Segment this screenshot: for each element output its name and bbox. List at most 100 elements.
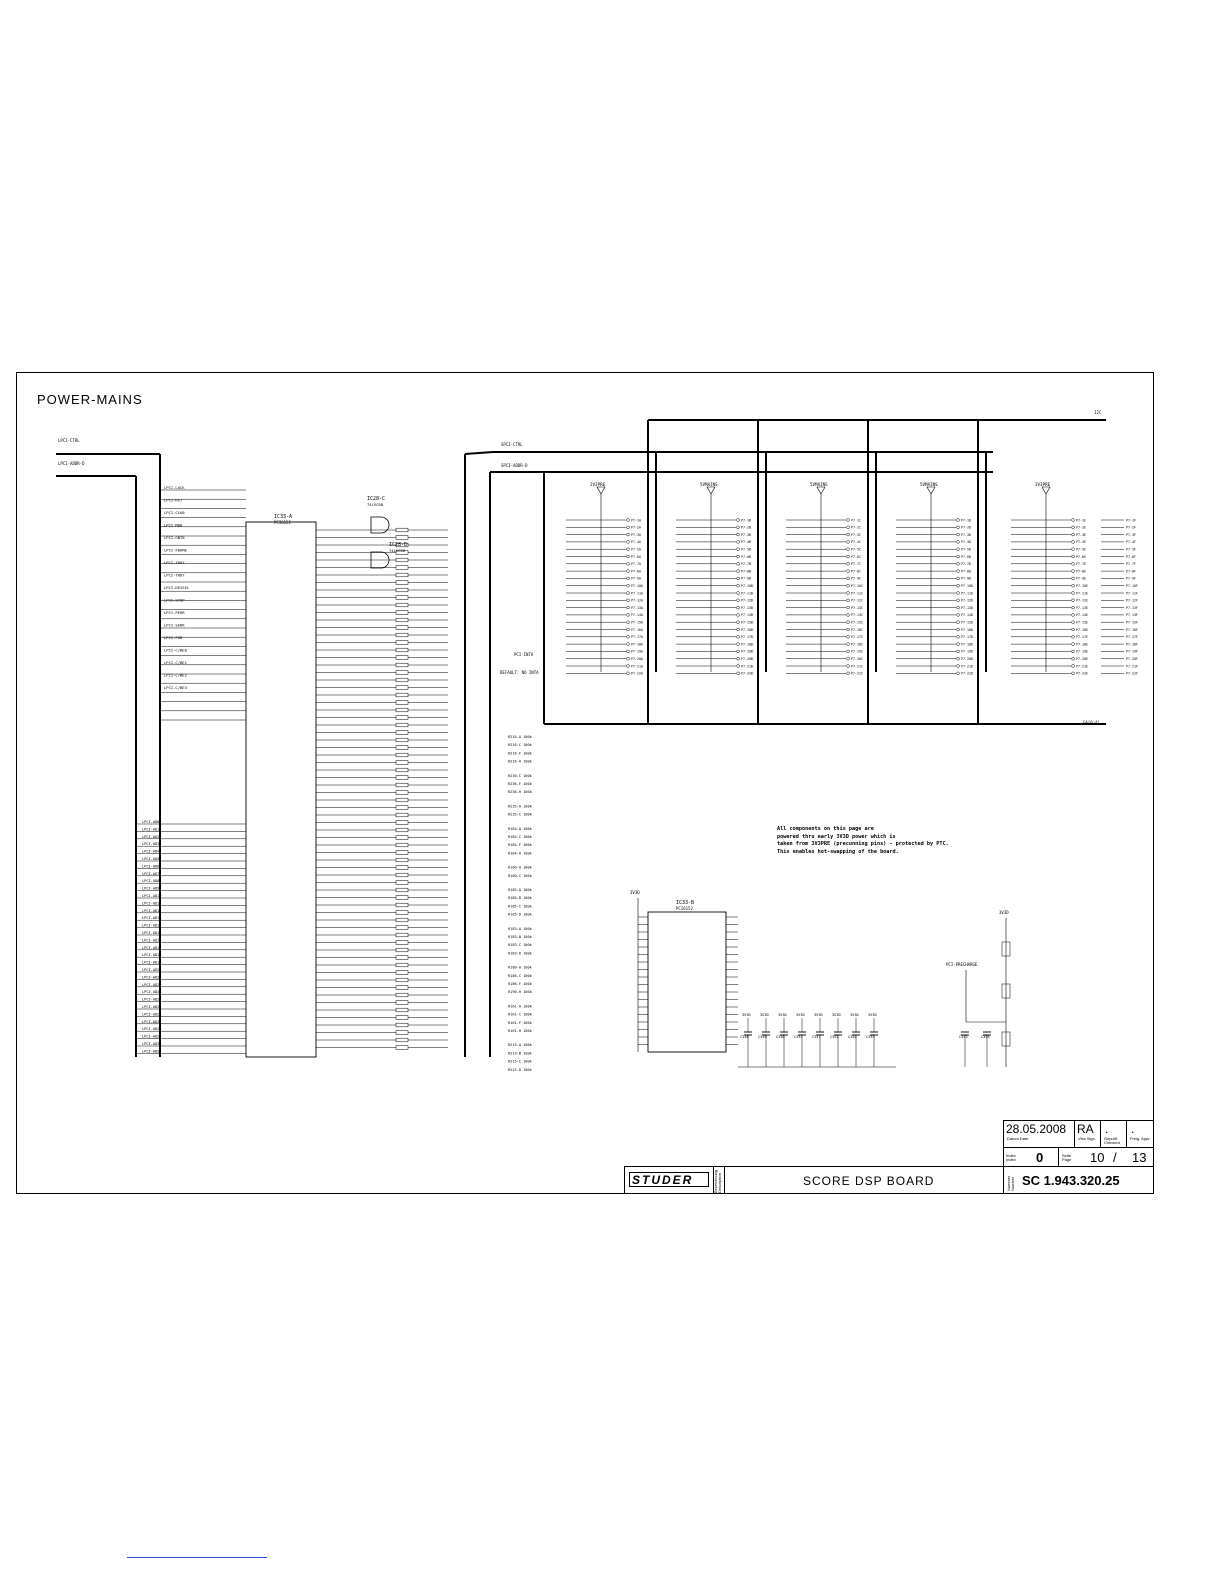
conn-pin	[956, 671, 960, 675]
conn-pin	[1071, 620, 1075, 624]
resistor	[1001, 941, 1011, 957]
cap-label: C352	[830, 1035, 839, 1039]
conn-label: P7-21C	[851, 664, 863, 668]
conn-label: P7-18A	[631, 642, 643, 646]
conn-label: P7-17C	[851, 635, 863, 639]
signal-label: LPCI-AD4	[142, 850, 159, 854]
conn-label: P7-15C	[851, 621, 863, 625]
conn-label: P7-1B	[741, 518, 751, 522]
conn-pin	[1071, 576, 1075, 581]
conn-label: P7-7A	[631, 562, 641, 566]
signal-label: LPCI-AD28	[142, 1027, 161, 1031]
rail-label: 3V3D	[999, 910, 1009, 915]
signal-label: LPCI-AD22	[142, 983, 161, 987]
conn-pin	[1071, 657, 1075, 661]
conn-pin	[736, 649, 740, 654]
signal-label: LPCI-AD16	[142, 938, 161, 942]
resistor-label: R236-F 100k	[508, 782, 533, 786]
conn-label: P7-14E	[1076, 613, 1088, 617]
resistor-label: R184-A 100k	[508, 827, 533, 831]
resistor-label: R161-H 100k	[508, 1029, 533, 1033]
conn-label: P7-17B	[741, 635, 753, 639]
conn-label: P7-20C	[851, 657, 863, 661]
conn-label: P7-15B	[741, 621, 753, 625]
resistor-label: R184-H 100k	[508, 851, 533, 855]
conn-label: P7-20F	[1126, 657, 1138, 661]
conn-label: P7-4A	[631, 540, 641, 544]
conn-pin	[1071, 532, 1075, 537]
conn-pin	[956, 627, 960, 632]
conn-pin	[846, 525, 850, 529]
bus-label: SPCI-CTRL	[501, 442, 523, 447]
conn-pin	[846, 518, 850, 522]
approved-label: Freig. Appr.	[1130, 1136, 1151, 1141]
conn-label: P7-15E	[1076, 621, 1088, 625]
resistor-label: R183-C 100k	[508, 943, 533, 947]
conn-label: P7-4E	[1076, 540, 1086, 544]
signal-label: LPCI-C/BE1	[164, 660, 188, 665]
conn-label: P7-17E	[1076, 635, 1088, 639]
conn-label: P7-15F	[1126, 621, 1138, 625]
drawn-label: Visa Sign.	[1078, 1136, 1096, 1141]
page-separator: /	[1113, 1150, 1117, 1165]
signal-label: LPCI-AD19	[142, 961, 161, 965]
resistor-label: R186-F 100k	[508, 982, 533, 986]
signal-label: LPCI-AD11	[142, 901, 161, 905]
conn-pin	[846, 642, 850, 646]
conn-pin	[1071, 605, 1075, 610]
conn-pin	[626, 576, 630, 581]
conn-pin	[956, 635, 960, 639]
conn-label: P7-12C	[851, 599, 863, 603]
resistor-label: R235-C 100k	[508, 813, 533, 817]
conn-label: P7-16D	[961, 628, 973, 632]
rail-label: 5VMAINS	[810, 482, 828, 487]
cap-label: C350	[776, 1035, 785, 1039]
conn-label: P7-18B	[741, 642, 753, 646]
signal-label: LPCI-AD29	[142, 1035, 161, 1039]
bus-label: I2C	[1094, 410, 1102, 415]
conn-pin	[626, 591, 630, 595]
bus-label: LPCI-CTRL	[58, 438, 80, 443]
conn-label: P7-9D	[961, 577, 971, 581]
rail-label: 3V3D	[814, 1013, 823, 1017]
rail-label: 3V3D	[796, 1013, 805, 1017]
conn-pin	[736, 605, 740, 610]
conn-pin	[1071, 642, 1075, 646]
conn-pin	[736, 554, 740, 559]
conn-pin	[626, 540, 630, 544]
resistor-label: R236-H 100k	[508, 790, 533, 794]
conn-label: P7-22A	[631, 672, 643, 676]
conn-label: P7-8E	[1076, 569, 1086, 573]
index-label: Index Index	[1006, 1153, 1016, 1163]
brand-cell: STUDER	[624, 1166, 714, 1194]
conn-pin	[736, 525, 740, 529]
conn-pin	[1071, 671, 1075, 675]
signal-label: LPCI-CLK0	[164, 510, 185, 515]
conn-label: P7-2A	[631, 526, 641, 530]
conn-label: P7-16B	[741, 628, 753, 632]
conn-label: P7-16A	[631, 628, 643, 632]
signal-label: LPCI-FRAME	[164, 548, 188, 553]
conn-label: P7-10D	[961, 584, 973, 588]
sheet-title: POWER-MAINS	[37, 392, 143, 407]
conn-pin	[736, 532, 740, 537]
signal-label: LPCI-AD1	[142, 827, 159, 831]
conn-label: P7-5F	[1126, 548, 1136, 552]
conn-label: P7-1D	[961, 518, 971, 522]
cap-label: C348	[740, 1035, 749, 1039]
conn-label: P7-7F	[1126, 562, 1136, 566]
and-gate	[370, 551, 390, 569]
cap-label: C351	[794, 1035, 803, 1039]
conn-label: P7-10F	[1126, 584, 1138, 588]
conn-pin	[846, 649, 850, 654]
conn-label: P7-11B	[741, 591, 753, 595]
conn-label: P7-10A	[631, 584, 643, 588]
conn-pin	[846, 627, 850, 632]
conn-pin	[736, 569, 740, 573]
conn-pin	[956, 591, 960, 595]
resistor-label: R213-B 100k	[508, 1051, 533, 1055]
signal-label: LPCI-LOCK	[164, 485, 185, 490]
resistor-label: R183-A 100k	[508, 927, 533, 931]
conn-label: P7-15D	[961, 621, 973, 625]
conn-label: P7-7E	[1076, 562, 1086, 566]
